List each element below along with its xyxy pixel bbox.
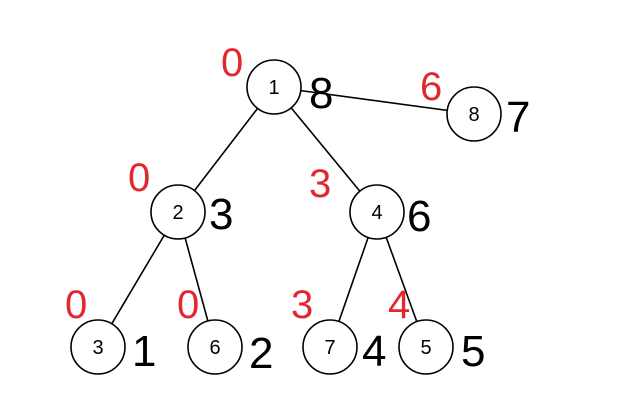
node-id-label: 5 [420,337,431,359]
node-circle [349,184,405,240]
tree-node-1: 1 8 0 [221,41,333,118]
node-tag-label: 3 [309,162,331,206]
node-tag-label: 0 [221,41,243,85]
node-value-label: 7 [506,93,530,142]
node-circle [302,319,358,375]
node-value-label: 1 [132,327,156,376]
node-circle [187,319,243,375]
node-value-label: 2 [249,329,273,378]
node-value-label: 5 [461,327,485,376]
node-id-label: 8 [468,104,479,126]
node-circle [446,86,502,142]
tree-node-4: 4 6 3 [309,162,431,241]
node-circle [398,319,454,375]
tree-node-8: 8 7 6 [420,65,530,142]
node-tag-label: 6 [420,65,442,109]
node-id-label: 2 [172,202,183,224]
node-id-label: 3 [92,337,103,359]
node-circle [246,59,302,115]
tree-node-2: 2 3 0 [128,156,233,240]
tree-node-3: 3 1 0 [65,283,156,376]
node-tag-label: 3 [291,283,313,327]
node-id-label: 7 [324,337,335,359]
node-circle [150,184,206,240]
edge-1-8 [273,86,475,115]
tree-node-6: 6 2 0 [177,283,273,378]
node-id-label: 6 [209,337,220,359]
node-circle [70,319,126,375]
node-value-label: 3 [209,190,233,239]
node-value-label: 4 [362,327,386,376]
node-tag-label: 0 [177,283,199,327]
tree-node-7: 7 4 3 [291,283,386,376]
node-value-label: 8 [309,69,333,118]
node-id-label: 1 [268,77,279,99]
node-value-label: 6 [407,192,431,241]
node-tag-label: 4 [388,283,410,327]
node-tag-label: 0 [65,283,87,327]
node-id-label: 4 [371,202,382,224]
node-tag-label: 0 [128,156,150,200]
